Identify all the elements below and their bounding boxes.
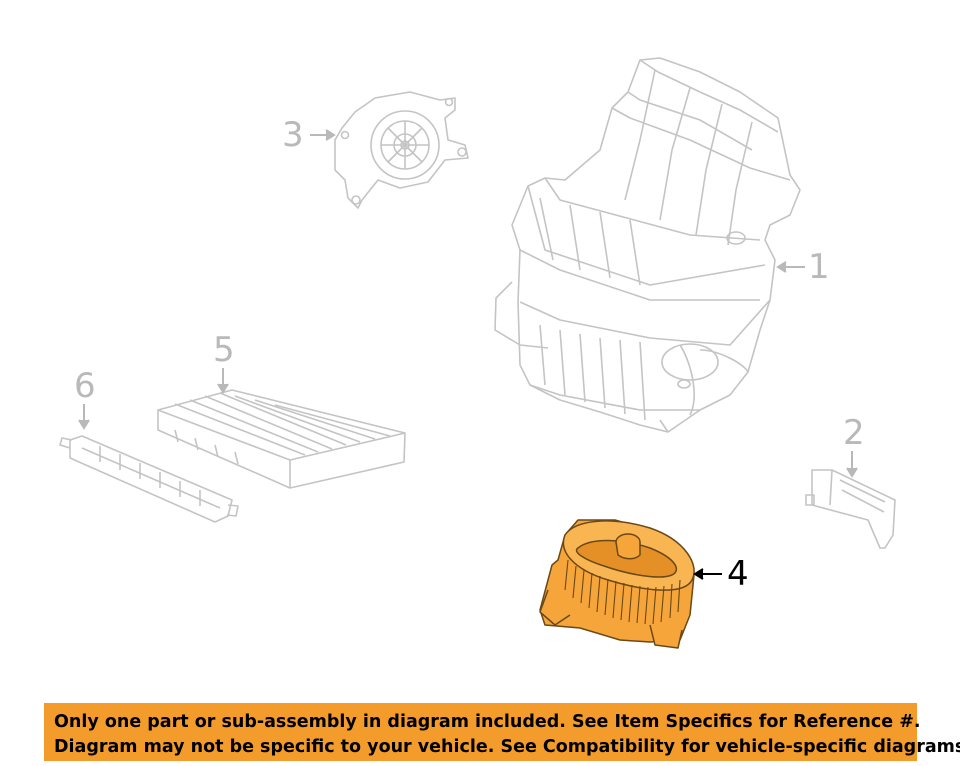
callout-6: 6 — [74, 366, 96, 406]
callout-5: 5 — [213, 330, 235, 370]
parts-diagram — [59, 57, 896, 649]
notice-line-2: Diagram may not be specific to your vehi… — [54, 737, 960, 757]
callout-1: 1 — [808, 247, 830, 287]
callout-2: 2 — [843, 413, 865, 453]
filter-cover-part — [59, 435, 239, 523]
cabin-filter-part — [157, 389, 406, 489]
hvac-case-assembly — [494, 57, 801, 433]
actuator-fan-part — [334, 91, 469, 209]
leader-arrow-4 — [693, 568, 722, 580]
callout-3: 3 — [282, 115, 304, 155]
callout-4: 4 — [727, 554, 749, 594]
resistor-part — [805, 469, 896, 549]
leader-arrows — [78, 129, 858, 478]
notice-line-1: Only one part or sub-assembly in diagram… — [54, 712, 921, 732]
blower-motor-part — [539, 519, 695, 649]
notice-banner: Only one part or sub-assembly in diagram… — [44, 703, 960, 761]
